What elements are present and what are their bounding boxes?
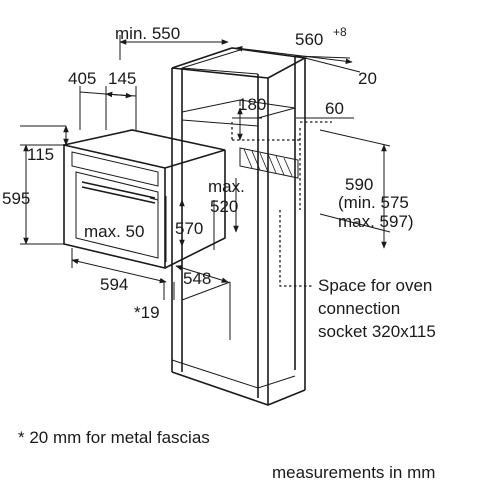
callout-line-1: Space for oven <box>318 276 432 295</box>
label-side-top: 20 <box>358 69 377 88</box>
units-note: measurements in mm <box>272 463 436 482</box>
label-oven-width: 594 <box>100 275 128 294</box>
label-fascia-offset: *19 <box>134 303 160 322</box>
label-oven-depth-a: 405 <box>68 69 96 88</box>
label-cutout-max-b: 520 <box>210 197 238 216</box>
callout-line-2: connection <box>318 299 400 318</box>
label-back-gap: 60 <box>325 99 344 118</box>
label-cutout-height-range-b: max. 597) <box>338 212 414 231</box>
label-cutout-height: 590 <box>345 175 373 194</box>
label-oven-height: 595 <box>2 189 30 208</box>
callout-line-3: socket 320x115 <box>318 322 436 341</box>
footnote-metal-fascias: * 20 mm for metal fascias <box>18 428 210 447</box>
label-cutout-height-range-a: (min. 575 <box>338 193 409 212</box>
label-cabinet-min-height: min. 550 <box>115 24 180 43</box>
label-niche-depth: 570 <box>175 219 203 238</box>
dimension-lines <box>20 35 391 300</box>
socket-callout-dotted <box>231 121 332 287</box>
label-panel-height: 115 <box>27 145 54 164</box>
label-oven-inner-width: 548 <box>183 269 211 288</box>
label-cutout-max-a: max. <box>208 177 245 196</box>
dimension-labels: min. 550 560 +8 20 405 145 180 60 115 59… <box>2 24 414 322</box>
socket-callout-text: Space for oven connection socket 320x115 <box>318 276 436 341</box>
label-front-gap: max. 50 <box>84 222 144 241</box>
oven-unit <box>63 129 226 270</box>
connection-socket-hatched <box>239 147 299 179</box>
label-shelf-gap: 180 <box>238 95 266 114</box>
label-cabinet-width: 560 <box>295 30 323 49</box>
label-oven-depth-b: 145 <box>108 69 136 88</box>
cabinet-outline <box>171 47 361 406</box>
label-cabinet-width-tolerance: +8 <box>333 25 347 39</box>
